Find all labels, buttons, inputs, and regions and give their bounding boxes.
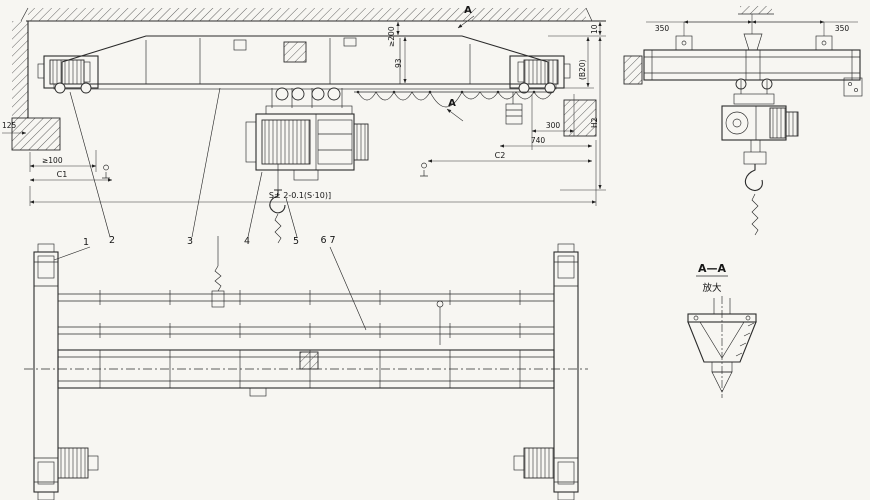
- rope-drum: [261, 119, 311, 165]
- dim-span-label: S± 2-0.1(S·10)]: [269, 191, 331, 200]
- end-view: 350 350: [623, 6, 863, 236]
- plan-drive-motor-left: [57, 447, 99, 479]
- dimension-c1: C1: [29, 164, 113, 182]
- part-number-4: 4: [244, 236, 250, 247]
- dimension-300: 300: [531, 94, 575, 150]
- plan-buffer-top-right: [557, 243, 575, 253]
- festoon-cable: [354, 90, 554, 125]
- suspension-hanger-right: [815, 35, 833, 51]
- end-truck-left: [37, 55, 99, 94]
- dim-350-left-label: 350: [655, 24, 670, 33]
- dim-h2-label: H2: [590, 117, 599, 128]
- front-elevation-view: A A ≥200 93 10 (B20) H2 125: [2, 5, 606, 308]
- end-view-hook: [743, 140, 767, 236]
- hook-front: [269, 164, 286, 244]
- plan-buffer-bottom-left: [37, 491, 55, 500]
- rail-clamp-symbol-right: [420, 162, 428, 177]
- dim-b20-label: (B20): [578, 59, 587, 80]
- suspension-hanger-left: [675, 35, 693, 51]
- plan-drive-motor-right: [513, 447, 555, 479]
- part-number-1: 1: [83, 237, 89, 248]
- left-support-corbel: [11, 117, 61, 151]
- part-number-2: 2: [109, 235, 115, 246]
- dimension-ge100: ≥100: [29, 150, 97, 172]
- dim-350-right-label: 350: [835, 24, 850, 33]
- dim-ge100-label: ≥100: [42, 156, 63, 165]
- travel-motor-left: [49, 59, 85, 85]
- pendant-switch-box: [505, 103, 523, 125]
- plan-end-carriage-left: [33, 243, 59, 500]
- buffer-right: [563, 63, 571, 79]
- pendant-control-drop: [211, 236, 225, 308]
- travel-motor-right: [523, 59, 559, 85]
- dim-740-label: 740: [531, 136, 546, 145]
- end-view-hoist-motor: [785, 111, 799, 137]
- end-view-dimension-350: 350 350: [646, 14, 858, 36]
- end-view-right-bracket: [843, 77, 863, 97]
- dimension-740: 740: [499, 136, 593, 148]
- end-truck-right: [509, 55, 571, 94]
- plan-buffer-top-left: [37, 243, 55, 253]
- hook-block-detail: [687, 296, 757, 398]
- part-number-6-7: 6 7: [320, 235, 335, 246]
- part-number-5: 5: [293, 236, 299, 247]
- dimension-right-stack: 10 (B20) H2: [548, 21, 606, 191]
- dim-300-label: 300: [546, 121, 561, 130]
- bridge-girder: [53, 35, 557, 90]
- dim-ge200-label: ≥200: [387, 26, 396, 47]
- hoist-motor: [353, 123, 369, 161]
- plan-festoon-rails: [58, 290, 554, 345]
- hook-chain: [274, 213, 282, 244]
- section-arrow-top: A: [457, 5, 475, 29]
- dim-10-label: 10: [590, 24, 599, 34]
- right-support-corbel: [563, 99, 597, 137]
- dimension-c2: C2: [420, 151, 593, 177]
- dim-c2-label: C2: [495, 151, 506, 160]
- dim-c1-label: C1: [57, 170, 68, 179]
- dim-125-label: 125: [2, 121, 17, 130]
- center-suspension-clamp: [743, 33, 763, 51]
- section-detail-title: A—A: [698, 262, 727, 275]
- dimension-ge200: ≥200: [387, 21, 400, 47]
- plan-end-carriage-right: [553, 243, 579, 500]
- plan-main-girder: [24, 349, 588, 397]
- part-number-3: 3: [187, 236, 193, 247]
- hoist-trolley: [245, 87, 369, 181]
- plan-buffer-bottom-right: [557, 491, 575, 500]
- end-view-left-support: [623, 55, 643, 85]
- section-detail-subtitle: 放大: [702, 282, 722, 294]
- building-ceiling: [20, 7, 606, 22]
- end-view-hook-chain: [751, 193, 759, 236]
- part-callouts: 1 2 3 4 5 6 7: [53, 87, 367, 331]
- end-carriage-beam: [643, 49, 861, 81]
- section-letter-mid: A: [448, 98, 456, 109]
- section-arrow-mid: A: [446, 98, 464, 122]
- dim-93-label: 93: [394, 58, 403, 68]
- pendant-station: [211, 290, 225, 308]
- section-a-a-detail: A—A 放大: [687, 262, 757, 398]
- plan-girder-plate: [299, 351, 319, 370]
- section-letter-top: A: [464, 5, 472, 16]
- dimension-girder-height: 93: [394, 36, 407, 84]
- end-view-hoist: [721, 78, 799, 141]
- dimension-125: 125: [2, 121, 27, 135]
- girder-inspection-plate: [283, 41, 307, 63]
- rail-clamp-symbol-left: [102, 164, 110, 179]
- building-left-wall: [11, 21, 61, 151]
- plan-view: [24, 243, 588, 500]
- dimension-span: S± 2-0.1(S·10)]: [29, 140, 597, 206]
- buffer-left: [37, 63, 45, 79]
